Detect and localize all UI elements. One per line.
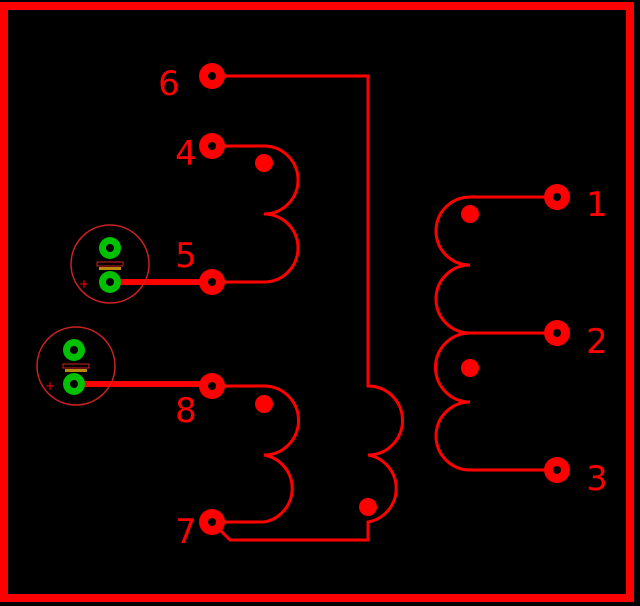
polarized-capacitor-icon (70, 224, 150, 304)
inductor-coil-icon (212, 144, 300, 284)
pad-hole (553, 466, 561, 474)
pad-hole (106, 244, 114, 252)
winding-start-dot-icon (461, 205, 479, 223)
pad-hole (208, 72, 216, 80)
pin-label-5: 5 (175, 236, 197, 276)
pad-hole (553, 329, 561, 337)
pin-label-6: 6 (158, 64, 180, 104)
pad-pin-8[interactable] (199, 373, 225, 399)
pad-hole (208, 142, 216, 150)
inductor-coil-icon (434, 195, 557, 335)
pad-hole (70, 380, 78, 388)
pad-hole (208, 518, 216, 526)
pin-label-4: 4 (175, 134, 197, 174)
pad-hole (208, 382, 216, 390)
pin-label-1: 1 (586, 185, 608, 225)
polarity-plus-label: + (45, 379, 55, 393)
capacitor-body (99, 267, 121, 270)
capacitor-plate (96, 261, 124, 267)
pad-pin-1[interactable] (544, 184, 570, 210)
polarized-capacitor-icon (36, 326, 116, 406)
pad-pin-7[interactable] (199, 509, 225, 535)
pad-pin-2[interactable] (544, 320, 570, 346)
capacitor-body (65, 369, 87, 372)
pin-label-7: 7 (175, 512, 197, 552)
pad-pin-4[interactable] (199, 133, 225, 159)
pin-label-2: 2 (586, 322, 608, 362)
pad-hole (70, 346, 78, 354)
winding-start-dot-icon (255, 154, 273, 172)
pad-hole (106, 278, 114, 286)
pin-label-8: 8 (175, 391, 197, 431)
polarity-plus-label: + (79, 277, 89, 291)
pad-pin-3[interactable] (544, 457, 570, 483)
inductor-coil-icon (434, 331, 557, 472)
pad-pin-6[interactable] (199, 63, 225, 89)
coil-8-7 (212, 384, 300, 524)
pad-hole (553, 193, 561, 201)
capacitor-top[interactable]: + (70, 224, 150, 304)
winding-start-dot-icon (359, 498, 377, 516)
capacitor-bottom[interactable]: + (36, 326, 116, 406)
coil-1-2-3 (434, 195, 557, 472)
inductor-coil-icon (210, 74, 404, 542)
pad-hole (208, 278, 216, 286)
coil-4-5 (212, 144, 300, 284)
pad-pin-5[interactable] (199, 269, 225, 295)
pin-label-3: 3 (586, 459, 608, 499)
inductor-coil-icon (212, 384, 300, 524)
winding-start-dot-icon (255, 395, 273, 413)
winding-start-dot-icon (461, 359, 479, 377)
capacitor-plate (62, 363, 90, 369)
coil-6-7 (210, 74, 404, 542)
